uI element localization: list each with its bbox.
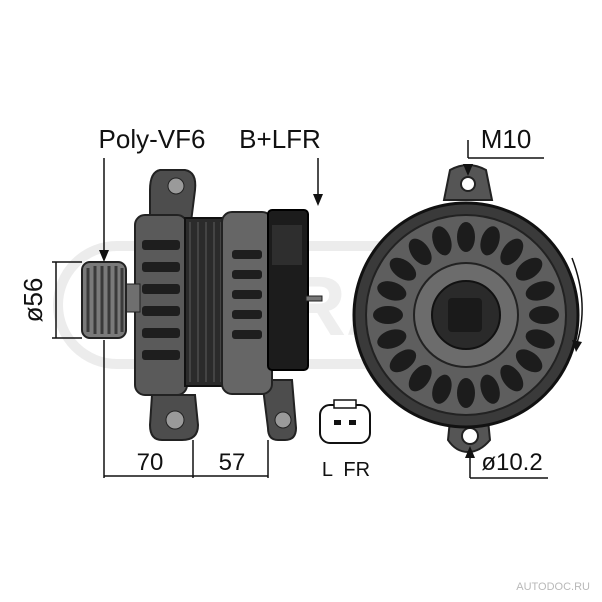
end-vent-slot (389, 349, 417, 373)
hole-leader (465, 446, 548, 479)
pulley-diameter-label: ø56 (18, 278, 48, 323)
end-vent-slot (408, 364, 432, 392)
end-vent-slot (529, 306, 559, 324)
end-vent-slot (377, 329, 407, 349)
end-vent-slot (500, 238, 524, 266)
end-vent-slot (432, 226, 452, 256)
end-vent-slot (408, 238, 432, 266)
end-vent-slot (525, 281, 555, 301)
b-plus-stud (305, 295, 323, 302)
end-vent-slot (373, 306, 403, 324)
m10-leader (463, 140, 544, 176)
terminal-leader-arrow (313, 194, 323, 206)
rear-housing (221, 211, 273, 395)
rear-vents (232, 250, 262, 339)
end-vent-ring (373, 222, 559, 408)
end-vent-slot (480, 226, 500, 256)
front-vents (142, 240, 180, 360)
pulley-grooves (86, 266, 124, 334)
hole-diameter-label: ø10.2 (481, 449, 542, 476)
stator-lamination (189, 222, 222, 382)
mount-thread-label: M10 (481, 124, 532, 154)
end-vent-slot (525, 329, 555, 349)
rotation-arrow-icon (571, 257, 583, 352)
alternator-end-view (352, 164, 580, 454)
shaft-cap (448, 298, 482, 332)
end-vent-slot (457, 222, 475, 252)
terminal-label: B+LFR (239, 124, 321, 154)
dim-left-label: 70 (137, 449, 164, 476)
end-vent-slot (389, 257, 417, 281)
top-lug-hole (460, 176, 476, 192)
rear-mount-hole (274, 411, 292, 429)
pulley-label: Poly-VF6 (99, 124, 206, 154)
pulley-leader-arrow (99, 250, 109, 262)
connector-plug-icon (319, 399, 371, 444)
top-mount-hole (167, 177, 185, 195)
end-vent-slot (515, 349, 543, 373)
regulator-block (272, 225, 302, 265)
end-vent-slot (432, 374, 452, 404)
end-vent-slot (480, 374, 500, 404)
end-vent-slot (457, 378, 475, 408)
end-vent-slot (515, 257, 543, 281)
end-vent-slot (377, 281, 407, 301)
side-dimensions (52, 158, 319, 478)
dim-right-label: 57 (219, 449, 246, 476)
bottom-mount-hole (165, 410, 185, 430)
corner-watermark: AUTODOC.RU (516, 581, 590, 593)
end-vent-slot (500, 364, 524, 392)
bottom-lug-hole (461, 427, 479, 445)
side-arrowheads (99, 194, 323, 262)
alternator-side-view (81, 169, 323, 441)
connector-pins-label: L FR (322, 459, 370, 481)
